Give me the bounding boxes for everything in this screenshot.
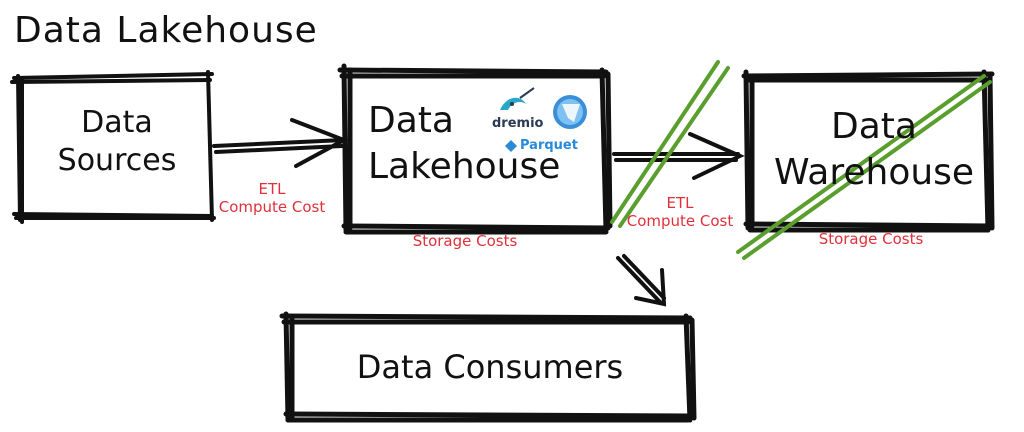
warehouse-label: Data Warehouse — [774, 106, 975, 193]
arrow-lakehouse-to-warehouse — [612, 132, 745, 180]
dremio-logo-text: dremio — [492, 116, 544, 131]
etl-compute-cost-annotation-1: ETL Compute Cost — [218, 180, 326, 216]
storage-costs-annotation-2: Storage Costs — [818, 230, 924, 248]
strike-lines-arrow — [610, 60, 730, 228]
table-format-logo-icon — [553, 95, 587, 129]
arrow-lakehouse-to-consumers — [616, 254, 667, 307]
strike-lines-warehouse — [736, 74, 992, 260]
etl-compute-cost-annotation-2: ETL Compute Cost — [626, 194, 734, 230]
storage-costs-annotation-1: Storage Costs — [412, 232, 518, 250]
sources-box — [10, 70, 216, 224]
parquet-logo-text: Parquet — [520, 138, 578, 153]
sources-label: Data Sources — [57, 105, 177, 178]
page-title: Data Lakehouse — [14, 10, 318, 51]
consumers-box — [279, 311, 697, 423]
lakehouse-box — [337, 63, 613, 235]
lakehouse-label: Data Lakehouse — [368, 100, 561, 187]
warehouse-box — [741, 69, 995, 233]
arrow-sources-to-lakehouse — [212, 118, 349, 168]
parquet-logo-icon — [505, 140, 517, 152]
dremio-logo-icon — [500, 87, 535, 110]
consumers-label: Data Consumers — [356, 348, 624, 386]
